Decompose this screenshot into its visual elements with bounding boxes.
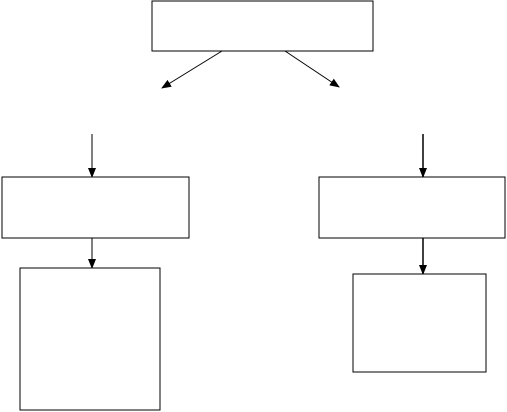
left-mid-box — [1, 176, 190, 239]
right-mid-box — [318, 176, 506, 239]
arrow-top-to-right — [284, 50, 340, 88]
top-box — [151, 0, 374, 52]
left-bottom-box — [19, 267, 161, 411]
right-bottom-box — [352, 273, 487, 373]
arrow-top-to-left — [161, 50, 223, 89]
